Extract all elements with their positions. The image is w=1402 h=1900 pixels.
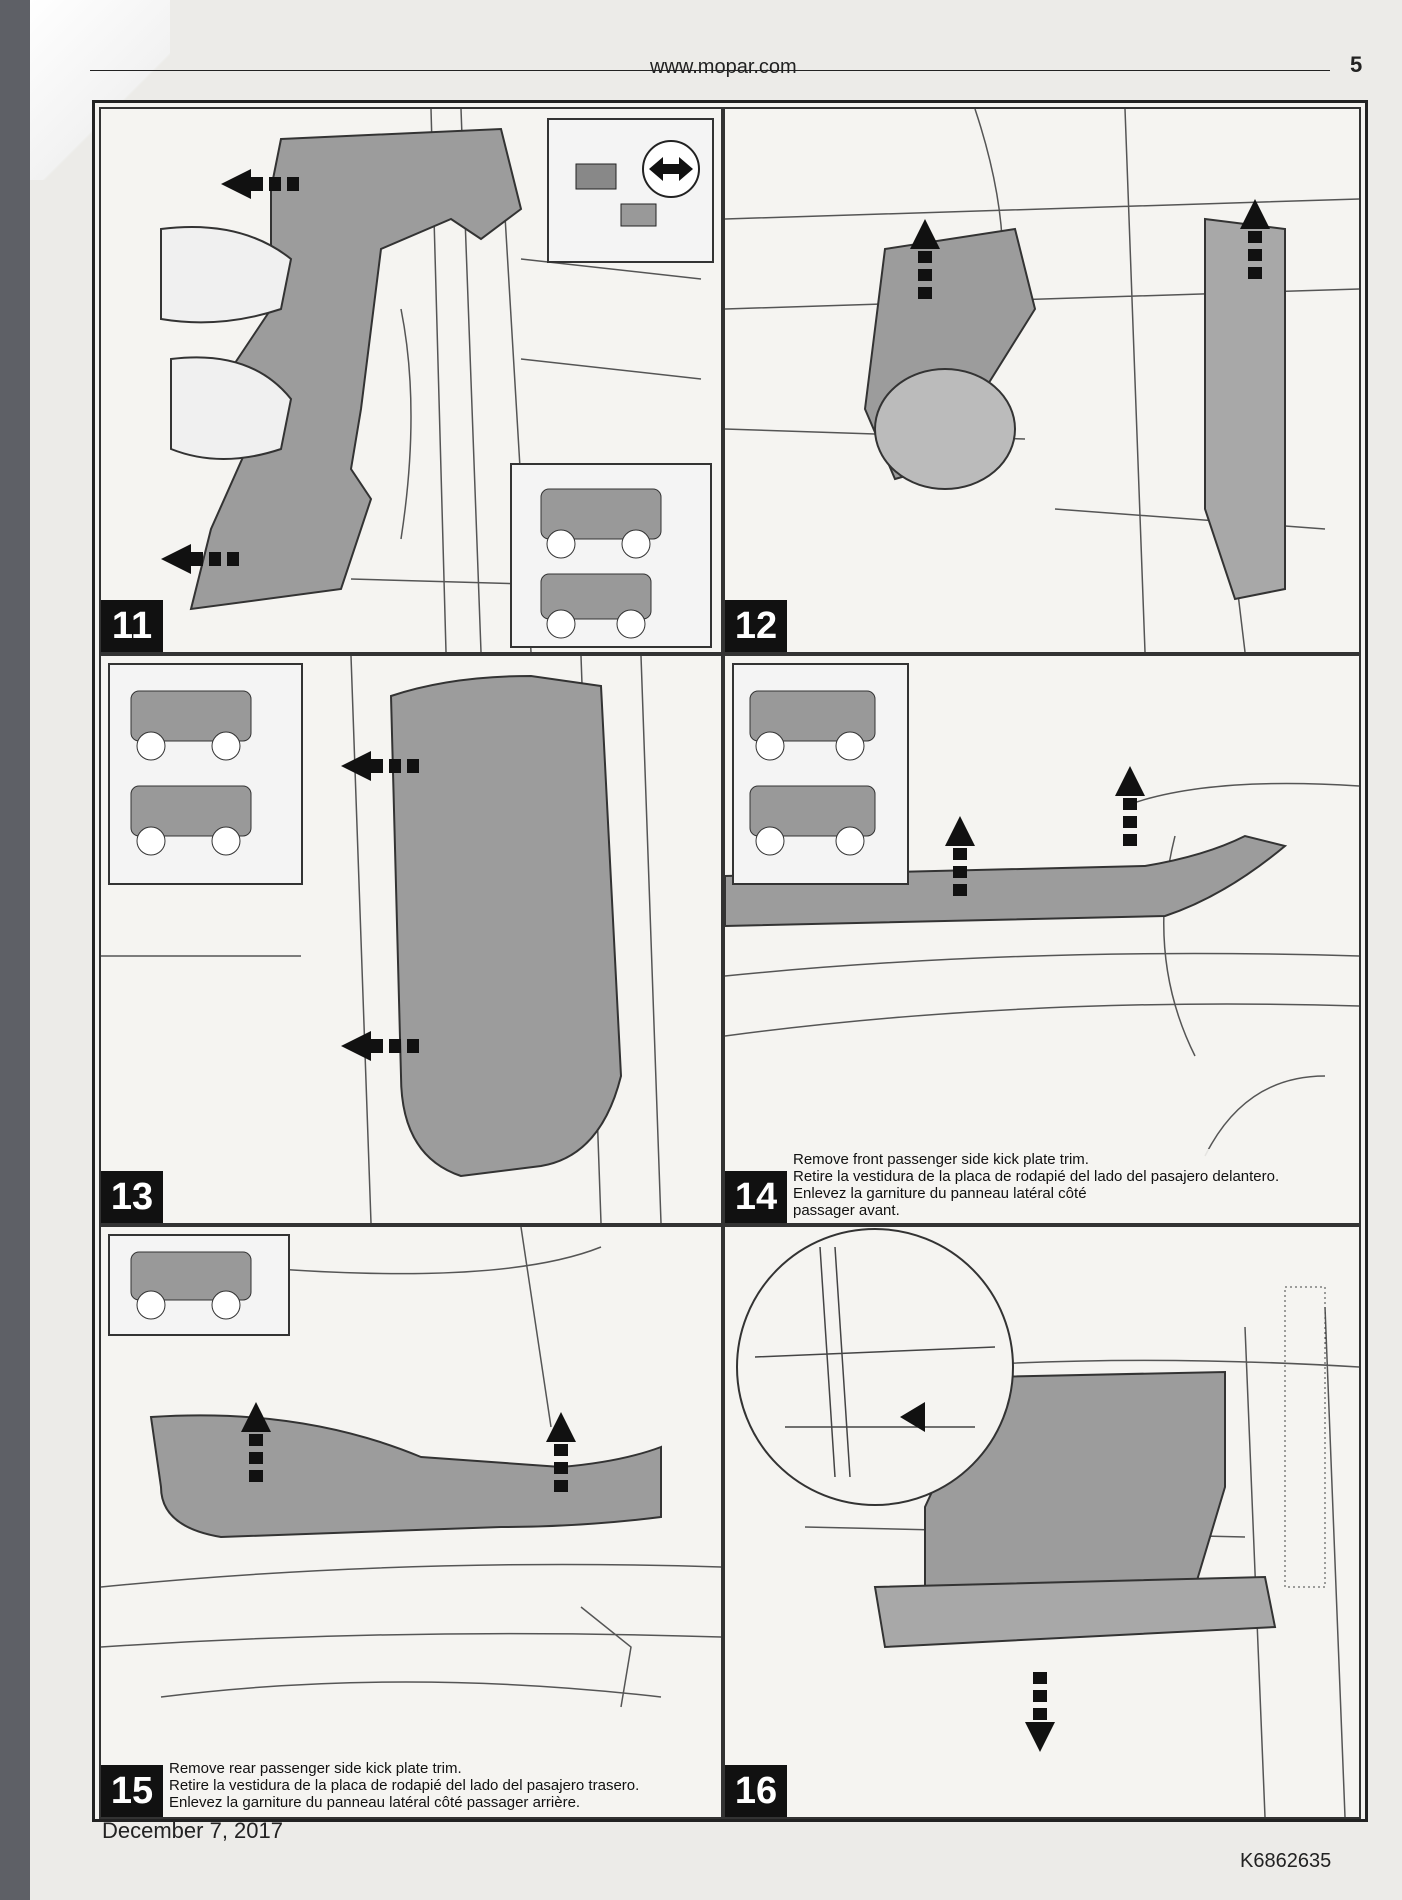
step-15-panel: Remove rear passenger side kick plate tr…	[99, 1225, 723, 1819]
instruction-grid: 11 12	[92, 100, 1368, 1822]
step-14-illustration	[725, 663, 1359, 1157]
step-12-illustration	[725, 109, 1359, 652]
step-12-number: 12	[725, 600, 787, 652]
step-14-panel: Remove front passenger side kick plate t…	[723, 654, 1361, 1225]
header-rule	[90, 70, 1330, 71]
step-15-caption-es: Retire la vestidura de la placa de rodap…	[169, 1777, 640, 1794]
step-15-caption-en: Remove rear passenger side kick plate tr…	[169, 1760, 462, 1777]
manual-page: www.mopar.com 5	[30, 0, 1402, 1900]
step-14-caption-en: Remove front passenger side kick plate t…	[793, 1151, 1089, 1168]
footer-date: December 7, 2017	[102, 1818, 283, 1843]
step-16-illustration	[736, 1228, 1359, 1817]
page-number: 5	[1350, 52, 1363, 77]
step-11-illustration	[160, 109, 714, 652]
header-url: www.mopar.com	[650, 56, 797, 78]
step-11-panel: 11	[99, 107, 723, 654]
step-16-panel: 16	[723, 1225, 1361, 1819]
step-15-caption-fr: Enlevez la garniture du panneau latéral …	[169, 1794, 581, 1811]
step-15-illustration	[101, 1227, 721, 1708]
step-16-number: 16	[725, 1765, 787, 1817]
step-13-panel: 13	[99, 654, 723, 1225]
step-14-number: 14	[725, 1171, 787, 1223]
step-14-caption-fr-1: Enlevez la garniture du panneau latéral …	[793, 1185, 1087, 1202]
step-14-caption-fr-2: passager avant.	[793, 1202, 900, 1219]
step-12-panel: 12	[723, 107, 1361, 654]
footer-doc-code: K6862635	[1240, 1850, 1332, 1872]
step-14-caption-es: Retire la vestidura de la placa de rodap…	[793, 1168, 1280, 1185]
step-15-caption: Remove rear passenger side kick plate tr…	[165, 1758, 644, 1813]
step-14-caption: Remove front passenger side kick plate t…	[789, 1149, 1284, 1221]
step-13-number: 13	[101, 1171, 163, 1223]
step-11-number: 11	[101, 600, 163, 652]
step-15-number: 15	[101, 1765, 163, 1817]
step-13-illustration	[101, 656, 662, 1223]
